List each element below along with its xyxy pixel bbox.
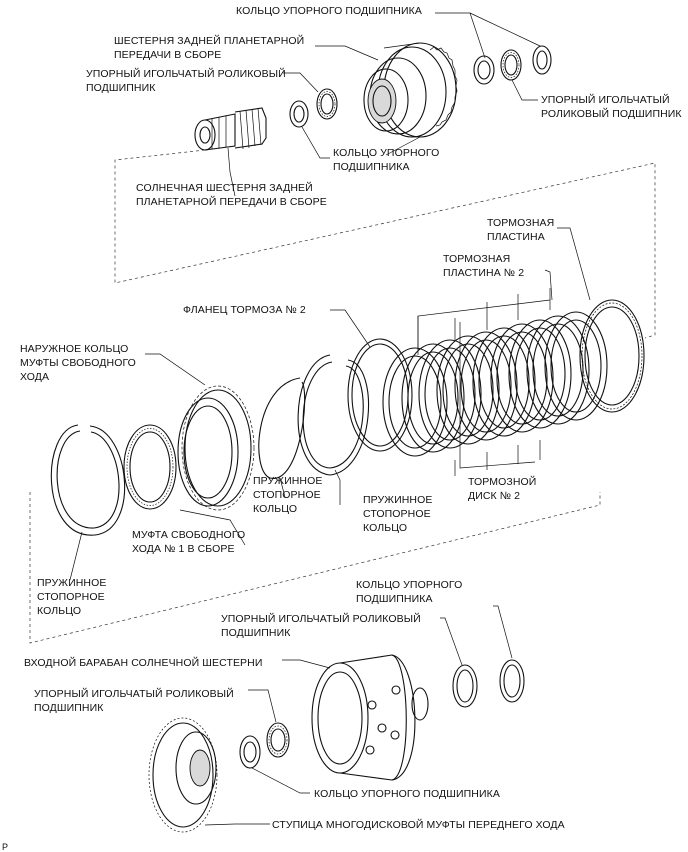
label-thrust-ring-mid-1: КОЛЬЦО УПОРНОГО (333, 147, 439, 159)
label-rear-planetary-2: ПЕРЕДАЧИ В СБОРЕ (114, 49, 221, 61)
label-thrust-ring-low-2: ПОДШИПНИКА (356, 593, 433, 605)
label-sun-gear-drum: ВХОДНОЙ БАРАБАН СОЛНЕЧНОЙ ШЕСТЕРНИ (24, 656, 263, 669)
label-needle-bottom-1: УПОРНЫЙ ИГОЛЬЧАТЫЙ РОЛИКОВЫЙ (34, 687, 234, 700)
alignment-dashes (29, 149, 656, 644)
needle-bearing-top-left (316, 88, 338, 120)
label-needle-low-1: УПОРНЫЙ ИГОЛЬЧАТЫЙ РОЛИКОВЫЙ (221, 612, 421, 625)
label-snap-ring-b-1: ПРУЖИННОЕ (363, 494, 432, 506)
label-brake-plate-no2-2: ПЛАСТИНА № 2 (443, 267, 524, 279)
label-needle-top-right-2: РОЛИКОВЫЙ ПОДШИПНИК (541, 107, 682, 120)
label-owc-no1-2: ХОДА № 1 В СБОРЕ (132, 543, 235, 555)
label-owc-outer-3: ХОДА (20, 371, 49, 383)
needle-bearing-bottom (266, 722, 290, 758)
labels: КОЛЬЦО УПОРНОГО ПОДШИПНИКА ШЕСТЕРНЯ ЗАДН… (2, 5, 682, 852)
label-owc-outer-2: МУФТЫ СВОБОДНОГО (20, 357, 136, 369)
label-brake-plate-1: ТОРМОЗНАЯ (487, 217, 554, 229)
label-brake-plate-no2-1: ТОРМОЗНАЯ (443, 253, 510, 265)
label-thrust-ring-low-1: КОЛЬЦО УПОРНОГО (356, 579, 462, 591)
label-owc-outer-1: НАРУЖНОЕ КОЛЬЦО (20, 343, 128, 355)
thrust-ring-top (473, 45, 552, 85)
label-snap-ring-b-3: КОЛЬЦО (363, 522, 407, 534)
thrust-ring-low (452, 659, 525, 708)
label-snap-ring-c-1: ПРУЖИННОЕ (37, 577, 106, 589)
label-needle-top-left-2: ПОДШИПНИК (86, 82, 156, 94)
owc-no1 (123, 424, 177, 510)
rear-planetary-gear (363, 42, 458, 156)
label-snap-ring-b-2: СТОПОРНОЕ (363, 508, 431, 520)
sun-gear (194, 107, 267, 151)
snap-ring-b (297, 354, 370, 476)
label-needle-top-left-1: УПОРНЫЙ ИГОЛЬЧАТЫЙ РОЛИКОВЫЙ (86, 67, 286, 80)
label-thrust-ring-bottom: КОЛЬЦО УПОРНОГО ПОДШИПНИКА (314, 788, 500, 800)
label-brake-flange-no2: ФЛАНЕЦ ТОРМОЗА № 2 (183, 304, 306, 316)
brake-pack (382, 288, 645, 476)
label-snap-ring-c-3: КОЛЬЦО (37, 605, 81, 617)
label-snap-ring-c-2: СТОПОРНОЕ (37, 591, 105, 603)
label-needle-low-2: ПОДШИПНИК (221, 627, 291, 639)
label-brake-disc-no2-2: ДИСК № 2 (468, 490, 520, 502)
snap-ring-c (50, 424, 126, 536)
label-rear-planetary-1: ШЕСТЕРНЯ ЗАДНЕЙ ПЛАНЕТАРНОЙ (114, 34, 304, 47)
label-brake-plate-2: ПЛАСТИНА (487, 231, 545, 243)
thrust-ring-mid (289, 100, 309, 128)
label-thrust-ring-mid-2: ПОДШИПНИКА (333, 161, 410, 173)
leader-lines (69, 12, 591, 826)
label-snap-ring-a-3: КОЛЬЦО (253, 503, 297, 515)
sun-gear-drum (311, 654, 429, 781)
label-clutch-hub: СТУПИЦА МНОГОДИСКОВОЙ МУФТЫ ПЕРЕДНЕГО ХО… (272, 818, 565, 831)
snap-ring-a (258, 377, 306, 479)
needle-bearing-top-right (500, 49, 522, 81)
label-needle-bottom-2: ПОДШИПНИК (34, 702, 104, 714)
thrust-ring-bottom (239, 735, 261, 769)
brake-flange-no2 (347, 338, 413, 452)
label-snap-ring-a-1: ПРУЖИННОЕ (253, 475, 322, 487)
owc-outer-race (177, 385, 255, 511)
label-thrust-ring-top: КОЛЬЦО УПОРНОГО ПОДШИПНИКА (236, 5, 422, 17)
label-snap-ring-a-2: СТОПОРНОЕ (253, 489, 321, 501)
corner-mark: P (2, 842, 8, 852)
clutch-hub (148, 717, 218, 833)
label-sun-gear-1: СОЛНЕЧНАЯ ШЕСТЕРНЯ ЗАДНЕЙ (136, 181, 313, 194)
label-sun-gear-2: ПЛАНЕТАРНОЙ ПЕРЕДАЧИ В СБОРЕ (136, 195, 327, 208)
label-brake-disc-no2-1: ТОРМОЗНОЙ (468, 475, 536, 488)
label-owc-no1-1: МУФТА СВОБОДНОГО (132, 529, 245, 541)
label-needle-top-right-1: УПОРНЫЙ ИГОЛЬЧАТЫЙ (541, 93, 670, 106)
